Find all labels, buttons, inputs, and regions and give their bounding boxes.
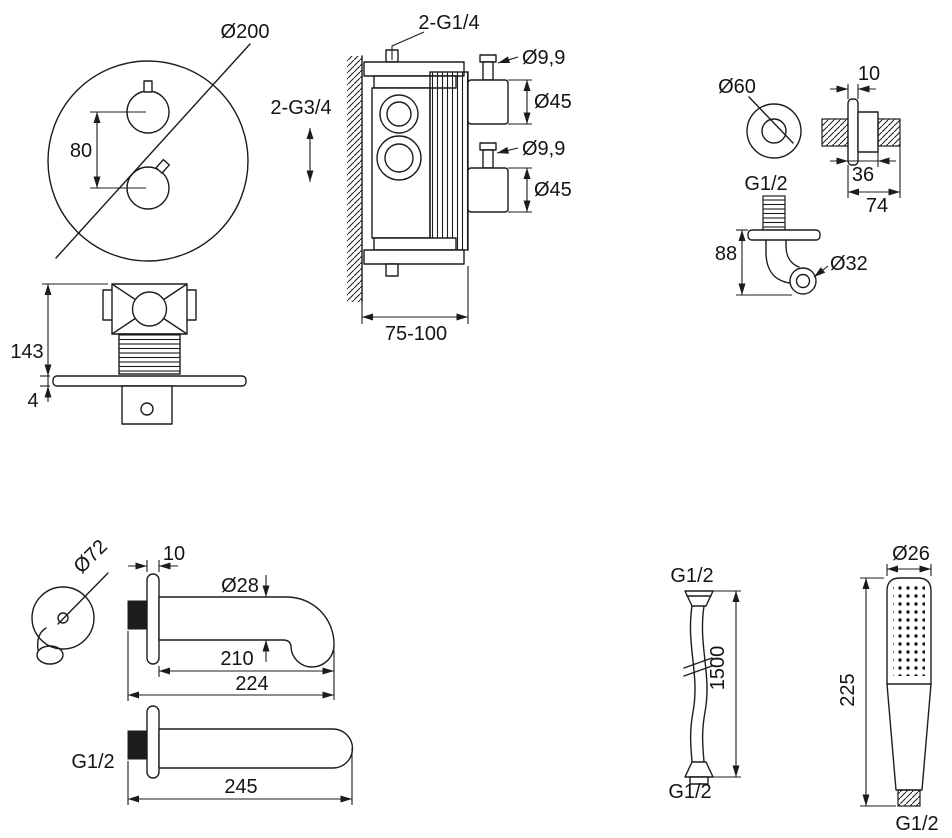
dim-spout-tube-length: 210 [220,648,253,670]
dim-spout-rosette-thickness: 10 [163,543,185,565]
dim-spout-thread: G1/2 [71,751,114,773]
faceplate-front-view [47,43,251,262]
hose-dimensions: G1/2 G1/2 1500 [668,565,741,803]
mixer-side-dimensions: 143 4 [10,283,108,412]
thread-outlet [877,118,901,147]
dim-body-depth: 36 [852,164,874,186]
dim-outlet-thread: G1/2 [744,173,787,195]
dim-plate-thickness: 4 [27,390,38,412]
dim-head-diameter: Ø26 [892,543,930,565]
shower-hose-view [683,590,714,785]
thread-stub [762,195,786,231]
dim-outlet-height: 88 [715,243,737,265]
hand-shower-view [886,577,932,807]
dim-spindle-bottom: Ø9,9 [522,138,565,160]
dim-install-depth: 75-100 [385,323,447,345]
dim-spout-rosette-diameter: Ø72 [70,536,112,578]
faceplate-dimensions: 80 Ø200 [70,21,270,189]
dim-rosette-diameter: Ø60 [718,76,756,98]
dim-hose-thread-top: G1/2 [670,565,713,587]
thread-section [118,333,181,375]
dim-cap-bottom: Ø45 [534,179,572,201]
dim-total-depth: 74 [866,195,888,217]
dim-spindle-top: Ø9,9 [522,47,565,69]
mixer-valve-side-view [52,283,247,425]
dim-handshower-length: 225 [837,673,859,706]
mixer-valve-front-view [347,49,509,303]
dim-cap-top: Ø45 [534,91,572,113]
dim-spout-long-length: 245 [224,776,257,798]
dim-spout-total-length: 224 [235,673,268,695]
dim-side-connections: 2-G3/4 [270,97,331,119]
spray-face-dots [893,586,925,676]
cartridge-ribs [429,71,469,251]
wall-hatching [347,56,362,302]
dim-top-connections: 2-G1/4 [418,12,479,34]
dim-body-height: 143 [10,341,43,363]
dim-elbow-diameter: Ø32 [830,253,868,275]
dim-faceplate-diameter: Ø200 [221,21,270,43]
hand-shower-dimensions: Ø26 225 G1/2 [837,543,939,835]
bath-spout-views [31,572,354,779]
dim-handshower-thread: G1/2 [895,813,938,835]
dim-handle-spacing: 80 [70,140,92,162]
dim-hose-length: 1500 [707,646,729,691]
dim-spout-tube-diameter: Ø28 [221,575,259,597]
wall-outlet-dimensions: Ø60 10 G1/2 36 74 88 Ø32 [715,63,901,296]
handle-thread [897,789,921,807]
dim-hose-thread-bottom: G1/2 [668,781,711,803]
wall-outlet-views [746,96,901,295]
dim-rosette-thickness: 10 [858,63,880,85]
thread-nipple [821,118,849,147]
mixer-front-dimensions: 2-G1/4 2-G3/4 Ø9,9 Ø45 Ø9,9 Ø45 75-100 [270,12,571,345]
